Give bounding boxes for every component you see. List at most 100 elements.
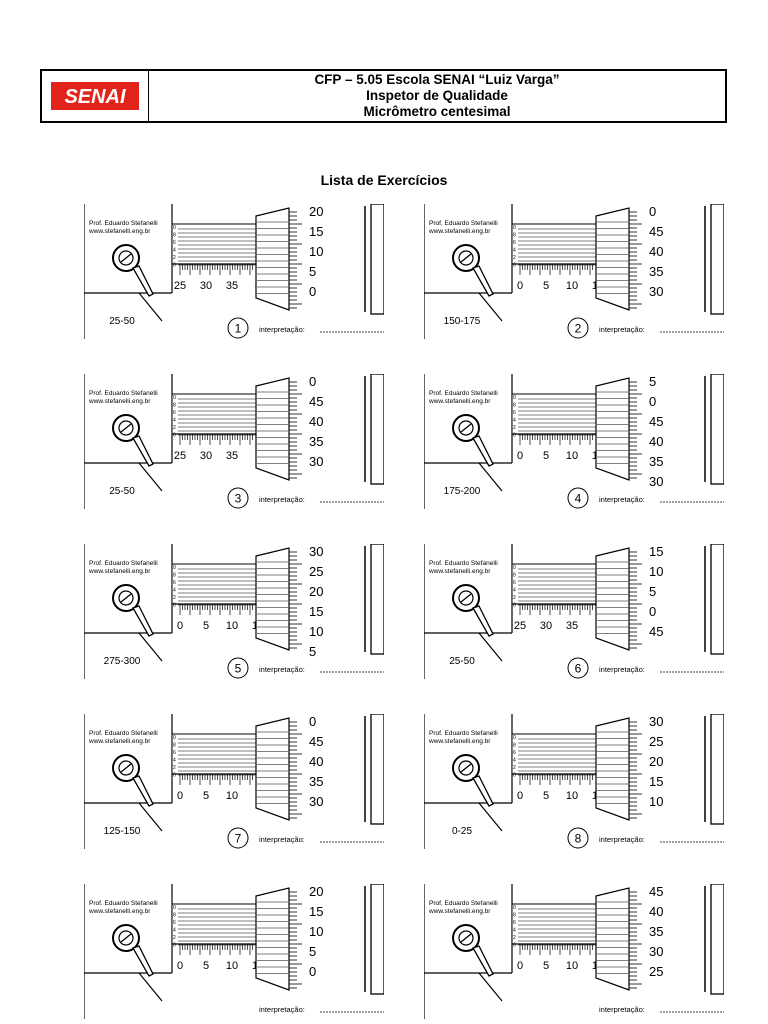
lock-slot: [460, 763, 472, 773]
sleeve-scale-label: 5: [543, 280, 549, 292]
lock-lever: [132, 775, 154, 807]
thimble-scale-label: 30: [649, 474, 663, 489]
author-name: Prof. Eduardo Stefanelli: [89, 730, 158, 737]
sleeve-vernier-digit: 8: [173, 573, 176, 579]
thimble-scale-label: 15: [309, 904, 323, 919]
author-website: www.stefanelli.eng.br: [428, 398, 491, 405]
frame-line: [138, 972, 163, 1002]
sleeve-vernier-digit: 0: [513, 395, 516, 401]
lock-slot: [460, 933, 472, 943]
interpretation-label: interpretação:: [259, 495, 305, 504]
thimble-scale-label: 15: [309, 604, 323, 619]
thimble-scale-label: 45: [649, 884, 663, 899]
sleeve-scale-label: 25: [174, 450, 186, 462]
thimble-scale-label: 40: [309, 754, 323, 769]
thimble-scale-label: 0: [309, 284, 316, 299]
sleeve-scale-label: 0: [517, 960, 523, 972]
sleeve-vernier-digit: 6: [173, 750, 176, 756]
sleeve-scale-label: 35: [566, 620, 578, 632]
sleeve-vernier-digit: 6: [513, 410, 516, 416]
range-label: 25-50: [109, 486, 135, 497]
micrometer-drawing: Prof. Eduardo Stefanelliwww.stefanelli.e…: [424, 544, 724, 679]
lock-slot: [460, 253, 472, 263]
sleeve-vernier-digit: 2: [173, 935, 176, 941]
thimble-scale-label: 40: [309, 414, 323, 429]
sleeve-vernier-digit: 4: [173, 418, 176, 424]
sleeve-vernier-digit: 8: [173, 403, 176, 409]
sleeve-scale-label: 0: [517, 450, 523, 462]
frame-line: [138, 462, 163, 492]
sleeve: [171, 733, 257, 775]
sleeve-vernier-digit: 4: [173, 588, 176, 594]
ratchet: [370, 714, 384, 825]
thimble-scale-label: 35: [649, 264, 663, 279]
lock-slot: [120, 593, 132, 603]
author-name: Prof. Eduardo Stefanelli: [89, 220, 158, 227]
sleeve-scale-label: 5: [203, 620, 209, 632]
range-label: 150-175: [444, 316, 481, 327]
sleeve-scale-label: 30: [200, 280, 212, 292]
thimble: [595, 887, 630, 991]
thimble-scale-label: 45: [649, 624, 663, 639]
exercise-number: 8: [575, 832, 582, 846]
author-website: www.stefanelli.eng.br: [428, 228, 491, 235]
sleeve: [511, 563, 597, 605]
thimble-scale-label: 0: [309, 964, 316, 979]
lock-slot: [460, 423, 472, 433]
thimble: [595, 207, 630, 311]
ratchet: [370, 884, 384, 995]
interpretation-label: interpretação:: [599, 325, 645, 334]
sleeve-scale-label: 5: [203, 960, 209, 972]
sleeve-scale-label: 5: [543, 960, 549, 972]
ratchet: [710, 204, 724, 315]
sleeve-vernier-digit: 8: [513, 403, 516, 409]
thimble-scale-label: 15: [309, 224, 323, 239]
lock-lever: [472, 945, 494, 977]
sleeve-vernier-digit: 2: [513, 765, 516, 771]
sleeve-vernier-digit: 2: [513, 255, 516, 261]
sleeve-scale-label: 10: [566, 790, 578, 802]
ratchet: [370, 374, 384, 485]
thimble-scale-label: 20: [649, 754, 663, 769]
exercise-number: 7: [235, 832, 242, 846]
sleeve-vernier-digit: 2: [173, 255, 176, 261]
thimble-scale-label: 20: [309, 584, 323, 599]
lock-slot: [120, 763, 132, 773]
lock-slot: [120, 423, 132, 433]
exercise-number-circle: [567, 317, 589, 339]
lock-lever: [132, 435, 154, 467]
sleeve-vernier-digit: 0: [513, 565, 516, 571]
lock-slot: [120, 933, 132, 943]
micrometer-drawing: Prof. Eduardo Stefanelliwww.stefanelli.e…: [424, 884, 724, 1019]
sleeve-vernier-digit: 0: [173, 943, 176, 949]
sleeve-vernier-digit: 0: [513, 263, 516, 269]
thimble-scale-label: 25: [649, 964, 663, 979]
frame-line: [478, 802, 503, 832]
exercise-number-circle: [567, 827, 589, 849]
sleeve-vernier-digit: 6: [513, 920, 516, 926]
frame-line: [138, 292, 163, 322]
sleeve-vernier-digit: 2: [513, 935, 516, 941]
sleeve-vernier-digit: 4: [513, 588, 516, 594]
sleeve-vernier-digit: 4: [173, 928, 176, 934]
sleeve-vernier-digit: 4: [173, 758, 176, 764]
sleeve-vernier-digit: 6: [173, 240, 176, 246]
author-website: www.stefanelli.eng.br: [88, 738, 151, 745]
thimble-scale-label: 30: [649, 944, 663, 959]
thimble-scale-label: 40: [649, 434, 663, 449]
sleeve-vernier-digit: 0: [173, 735, 176, 741]
sleeve-vernier-digit: 8: [513, 743, 516, 749]
sleeve-scale-label: 0: [517, 790, 523, 802]
author-name: Prof. Eduardo Stefanelli: [429, 390, 498, 397]
sleeve-vernier-digit: 4: [173, 248, 176, 254]
author-website: www.stefanelli.eng.br: [88, 568, 151, 575]
header-line-topic: Micrômetro centesimal: [363, 104, 511, 119]
sleeve-vernier-digit: 4: [513, 418, 516, 424]
sleeve: [171, 903, 257, 945]
